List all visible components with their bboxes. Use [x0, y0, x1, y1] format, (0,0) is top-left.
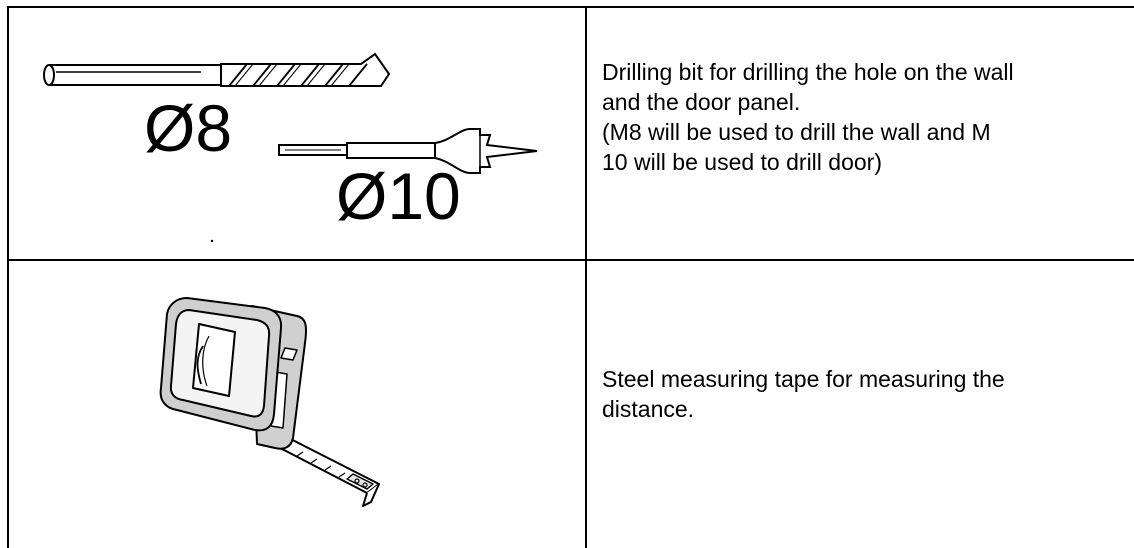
- drill-bit-description: Drilling bit for drilling the hole on th…: [602, 57, 1130, 177]
- stray-mark: [210, 239, 214, 243]
- spade-drill-bit-icon: [278, 128, 538, 174]
- measuring-tape-icon: [159, 297, 380, 507]
- description-line: distance.: [602, 396, 695, 422]
- description-line: (M8 will be used to drill the wall and M: [602, 119, 991, 145]
- table-column-divider: [585, 6, 587, 548]
- table-row: Ø8 Ø10 Drilling bit for drilling the hol…: [7, 6, 1134, 260]
- table-row-divider: [7, 259, 1134, 261]
- tools-table: Ø8 Ø10 Drilling bit for drilling the hol…: [7, 6, 1134, 548]
- table-row: Steel measuring tape for measuring the d…: [7, 260, 1134, 548]
- drill-bit-size-label-8: Ø8: [144, 91, 233, 165]
- description-line: Steel measuring tape for measuring the: [602, 366, 1005, 392]
- masonry-drill-bit-icon: [43, 52, 391, 87]
- table-border-left: [7, 6, 9, 548]
- table-border-top: [7, 6, 1134, 8]
- description-line: 10 will be used to drill door): [602, 149, 882, 175]
- measuring-tape-description: Steel measuring tape for measuring the d…: [602, 364, 1130, 424]
- drill-bit-size-label-10: Ø10: [336, 159, 461, 233]
- description-line: and the door panel.: [602, 89, 801, 115]
- description-line: Drilling bit for drilling the hole on th…: [602, 59, 1014, 85]
